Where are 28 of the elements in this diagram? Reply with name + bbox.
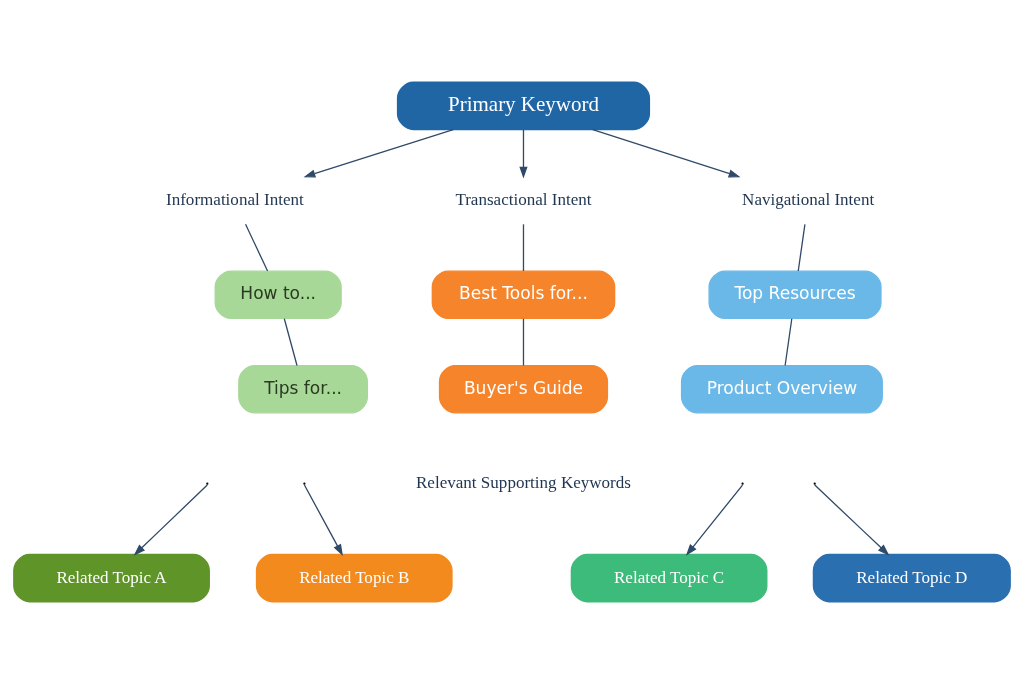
connector	[244, 223, 269, 272]
arrow	[685, 483, 744, 556]
node-box: Primary Keyword	[396, 81, 651, 130]
node-box: Related Topic B	[255, 553, 453, 602]
node-box: Related Topic C	[570, 553, 768, 602]
arrow	[133, 483, 208, 556]
connector	[283, 317, 298, 366]
connector	[522, 317, 525, 366]
node-box: Product Overview	[680, 364, 883, 413]
node-text: Navigational Intent	[742, 189, 875, 209]
node-box: Related Topic A	[13, 553, 210, 602]
node-text: Informational Intent	[165, 189, 304, 209]
arrow	[592, 128, 741, 177]
arrow	[814, 483, 890, 556]
arrow	[303, 128, 454, 177]
node-box: Tips for...	[238, 364, 369, 413]
connector	[797, 223, 806, 272]
connector	[784, 317, 793, 366]
node-text: Transactional Intent	[455, 189, 592, 209]
arrow	[303, 483, 343, 556]
node-box: Related Topic D	[812, 553, 1011, 602]
label: Relevant Supporting Keywords	[416, 472, 631, 492]
node-box: Top Resources	[708, 270, 882, 319]
node-box: Best Tools for...	[431, 270, 616, 319]
node-box: How to...	[214, 270, 342, 319]
connector	[522, 223, 525, 272]
arrow	[519, 128, 528, 179]
node-box: Buyer's Guide	[438, 364, 609, 413]
